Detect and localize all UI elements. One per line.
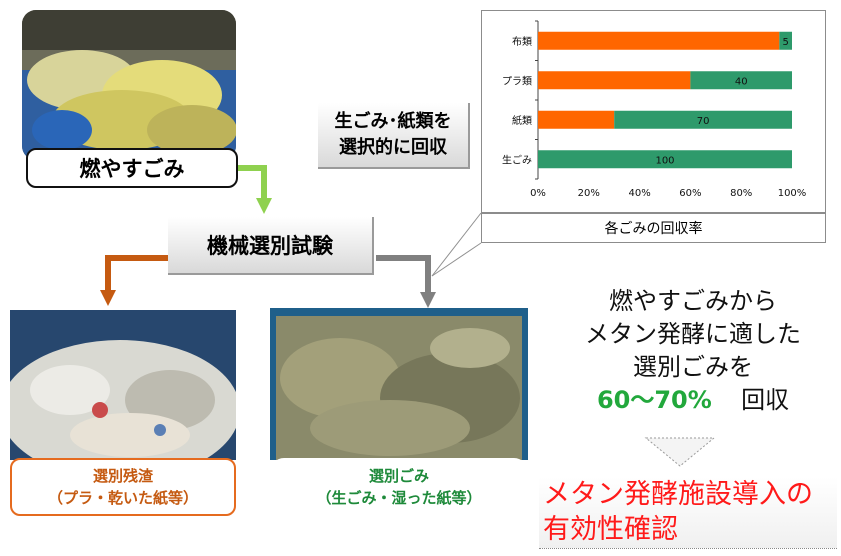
arrow-orange — [105, 255, 170, 292]
chart-bar-orange — [538, 110, 615, 129]
chart-x-tick-label: 100% — [778, 188, 807, 199]
sorted-line-1: 選別ごみ — [368, 467, 429, 485]
chart-caption-box: 各ごみの回収率 — [481, 213, 826, 243]
burnable-waste-text: 燃やすごみ — [79, 157, 185, 181]
summary-percentage: 60～70% — [596, 386, 712, 414]
sorted-waste-photo — [270, 308, 528, 460]
down-arrow — [644, 437, 716, 467]
conclusion-line-2: 有効性確認 — [543, 514, 678, 545]
residue-label: 選別残渣 （プラ・乾いた紙等） — [10, 458, 236, 516]
chart-category-label: 紙類 — [512, 114, 532, 127]
chart-category-label: 布類 — [512, 36, 532, 48]
recovery-rate-chart: 布類 5 プラ類 40 紙類 70 生ごみ 100 0% 20% 40% 60% 80% 100% — [502, 20, 807, 199]
burnable-waste-photo — [22, 10, 236, 160]
arrow-gray-head — [420, 292, 436, 308]
callout-line-2 — [431, 242, 482, 277]
chart-data-label: 70 — [697, 116, 710, 127]
residue-photo — [10, 310, 236, 460]
arrow-gray — [376, 255, 431, 294]
chart-bar-green — [690, 71, 792, 90]
sorted-line-2: （生ごみ・湿った紙等） — [316, 489, 482, 507]
chart-data-label: 100 — [655, 155, 674, 166]
summary-line-4: 60～70% 回収 — [548, 384, 838, 417]
arrow-green — [238, 165, 267, 200]
chart-bar-orange — [538, 71, 691, 90]
selective-line-2: 選択的に回収 — [339, 137, 447, 158]
selective-line-1: 生ごみ･紙類を — [334, 111, 452, 132]
residue-line-2: （プラ・乾いた紙等） — [47, 489, 198, 507]
chart-data-label: 5 — [782, 37, 788, 48]
callout-line-1 — [431, 212, 482, 277]
chart-title: 各ごみの回収率 — [604, 221, 703, 237]
chart-bar-green — [779, 31, 792, 50]
summary-tail: 回収 — [741, 386, 790, 414]
recovery-rate-chart-frame: 布類 5 プラ類 40 紙類 70 生ごみ 100 0% 20% 40% 60% 80% 100% — [481, 10, 826, 213]
mechanical-test-box: 機械選別試験 — [168, 217, 374, 275]
chart-x-tick-label: 0% — [530, 188, 546, 199]
summary-line-1: 燃やすごみから — [609, 287, 777, 315]
arrow-green-head — [256, 198, 272, 214]
residue-line-1: 選別残渣 — [92, 467, 153, 485]
chart-category-label: 生ごみ — [502, 153, 532, 166]
summary-line-3: 選別ごみを — [633, 353, 753, 381]
burnable-waste-label: 燃やすごみ — [26, 148, 238, 188]
chart-data-label: 40 — [735, 76, 748, 87]
chart-x-tick-label: 20% — [578, 188, 600, 199]
selective-collection-box: 生ごみ･紙類を 選択的に回収 — [318, 103, 470, 169]
sorted-waste-label: 選別ごみ （生ごみ・湿った紙等） — [270, 458, 528, 516]
chart-bar-green — [614, 110, 792, 129]
summary-line-2: メタン発酵に適した — [585, 320, 801, 348]
chart-x-tick-label: 80% — [730, 188, 752, 199]
chart-x-tick-label: 60% — [679, 188, 701, 199]
chart-bar-green — [538, 150, 792, 169]
chart-category-label: プラ類 — [502, 75, 532, 87]
arrow-orange-head — [100, 290, 116, 306]
mechanical-test-text: 機械選別試験 — [207, 234, 333, 258]
chart-bar-orange — [538, 31, 780, 50]
conclusion-box: メタン発酵施設導入の 有効性確認 — [539, 477, 837, 549]
summary-text: 燃やすごみから メタン発酵に適した 選別ごみを 60～70% 回収 — [548, 285, 838, 417]
conclusion-line-1: メタン発酵施設導入の — [543, 479, 813, 510]
chart-x-tick-label: 40% — [628, 188, 650, 199]
